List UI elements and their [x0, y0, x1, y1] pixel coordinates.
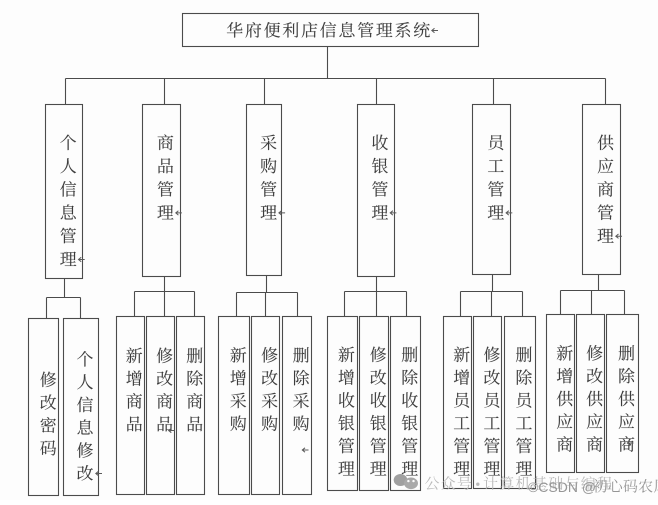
svg-text:©CSDN @: ©CSDN @ [528, 479, 596, 495]
